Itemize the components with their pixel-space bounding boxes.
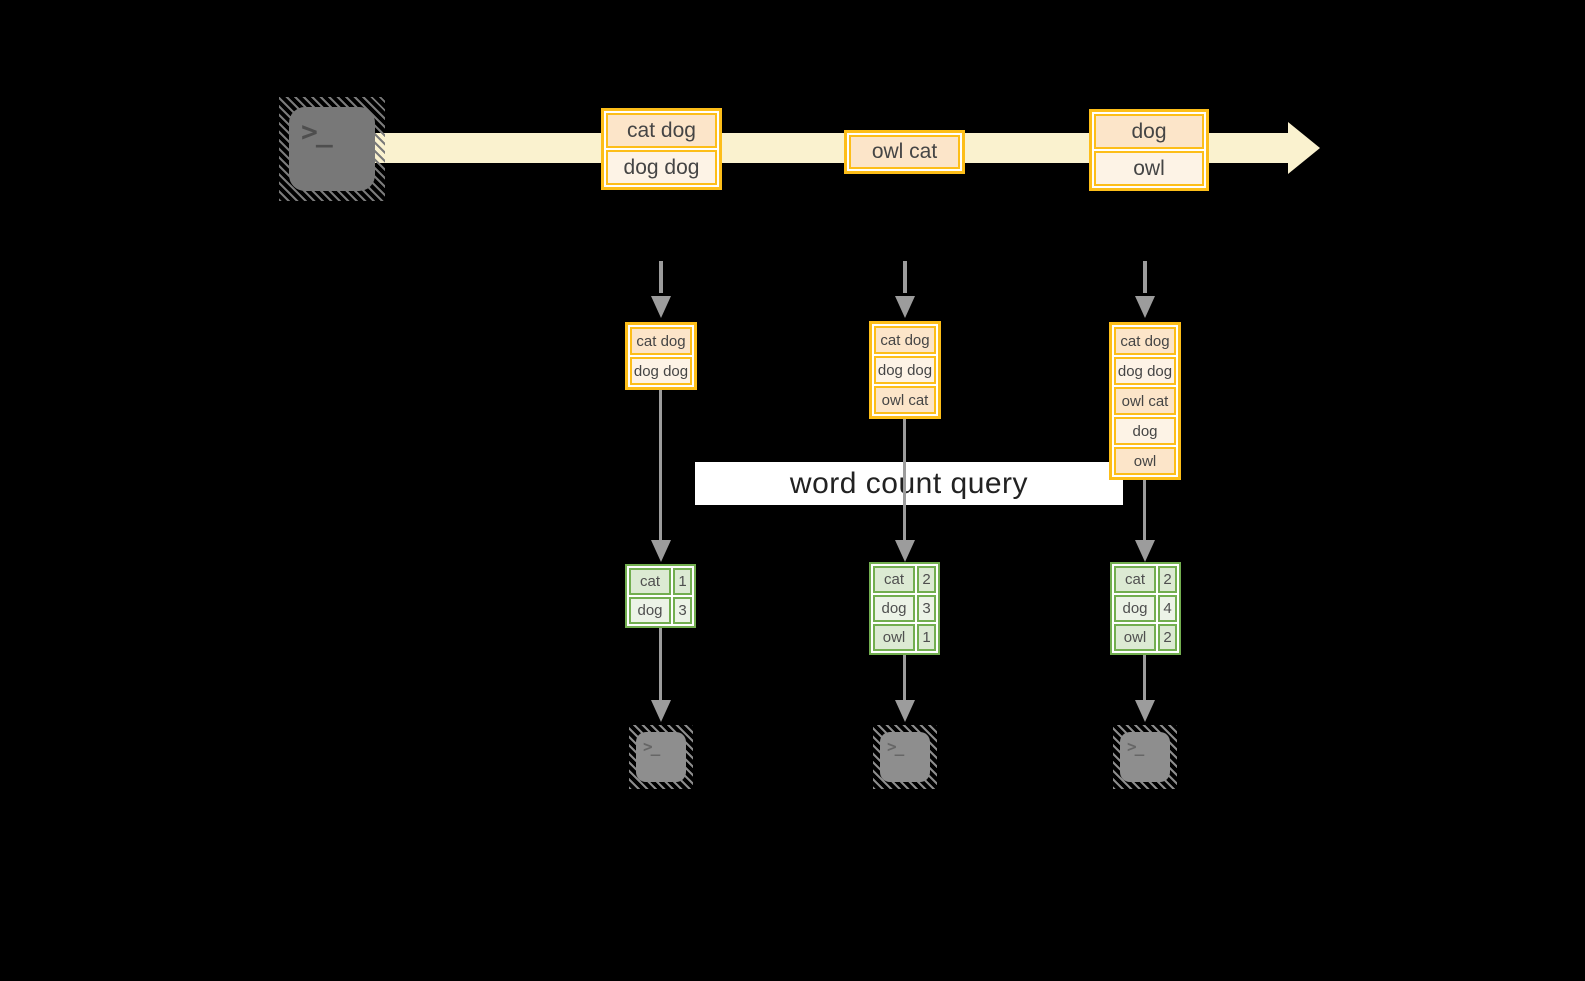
dashed-arrow-head-icon — [895, 296, 915, 318]
state-row: dog dog — [630, 357, 692, 385]
result-word: owl — [873, 624, 915, 651]
arrow-line — [903, 655, 906, 701]
state-stack-3: cat dog dog dog owl cat dog owl — [1109, 322, 1181, 480]
stream-arrowhead-icon — [1288, 122, 1320, 174]
state-row: owl cat — [1114, 387, 1176, 415]
dashed-arrow-line — [1143, 261, 1147, 293]
result-count: 1 — [917, 624, 936, 651]
result-count: 2 — [917, 566, 936, 593]
result-word: dog — [1114, 595, 1156, 622]
query-label: word count query — [695, 462, 1123, 505]
terminal-prompt-icon: >_ — [301, 115, 333, 148]
state-row: cat dog — [630, 327, 692, 355]
dashed-arrow-head-icon — [1135, 296, 1155, 318]
arrow-line — [659, 390, 662, 541]
terminal-prompt-icon: >_ — [643, 737, 660, 756]
terminal-face — [1120, 732, 1170, 782]
dashed-arrow-head-icon — [651, 296, 671, 318]
result-count: 3 — [673, 597, 692, 624]
event-box-1: cat dog dog dog — [601, 108, 722, 190]
result-word: cat — [629, 568, 671, 595]
state-row: owl cat — [874, 386, 936, 414]
terminal-prompt-icon: >_ — [887, 737, 904, 756]
event-row: owl — [1094, 151, 1204, 186]
dashed-arrow-line — [903, 261, 907, 293]
state-row: dog dog — [1114, 357, 1176, 385]
state-row: owl — [1114, 447, 1176, 475]
result-count: 2 — [1158, 624, 1177, 651]
arrow-head-icon — [1135, 540, 1155, 562]
state-row: cat dog — [874, 326, 936, 354]
result-word: cat — [1114, 566, 1156, 593]
state-row: dog — [1114, 417, 1176, 445]
event-box-3: dog owl — [1089, 109, 1209, 191]
result-table-1: cat 1 dog 3 — [625, 564, 696, 628]
arrow-head-icon — [651, 700, 671, 722]
state-stack-1: cat dog dog dog — [625, 322, 697, 390]
event-row: dog — [1094, 114, 1204, 149]
result-table-3: cat 2 dog 4 owl 2 — [1110, 562, 1181, 655]
arrow-line — [1143, 655, 1146, 701]
event-row: dog dog — [606, 150, 717, 185]
sink-terminal-icon: >_ — [1113, 725, 1177, 789]
result-count: 4 — [1158, 595, 1177, 622]
sink-terminal-icon: >_ — [629, 725, 693, 789]
result-word: cat — [873, 566, 915, 593]
arrow-head-icon — [895, 700, 915, 722]
event-box-2: owl cat — [844, 130, 965, 174]
dashed-arrow-line — [659, 261, 663, 293]
state-row: cat dog — [1114, 327, 1176, 355]
arrow-head-icon — [895, 540, 915, 562]
result-table-2: cat 2 dog 3 owl 1 — [869, 562, 940, 655]
event-row: cat dog — [606, 113, 717, 148]
arrow-line — [903, 419, 906, 541]
terminal-face — [289, 107, 375, 191]
arrow-line — [1143, 480, 1146, 541]
result-count: 3 — [917, 595, 936, 622]
result-word: dog — [873, 595, 915, 622]
terminal-face — [880, 732, 930, 782]
arrow-head-icon — [651, 540, 671, 562]
event-row: owl cat — [849, 135, 960, 169]
source-terminal-icon: >_ — [279, 97, 385, 201]
terminal-prompt-icon: >_ — [1127, 737, 1144, 756]
result-word: owl — [1114, 624, 1156, 651]
arrow-line — [659, 628, 662, 701]
result-word: dog — [629, 597, 671, 624]
state-row: dog dog — [874, 356, 936, 384]
result-count: 2 — [1158, 566, 1177, 593]
state-stack-2: cat dog dog dog owl cat — [869, 321, 941, 419]
result-count: 1 — [673, 568, 692, 595]
terminal-face — [636, 732, 686, 782]
arrow-head-icon — [1135, 700, 1155, 722]
sink-terminal-icon: >_ — [873, 725, 937, 789]
